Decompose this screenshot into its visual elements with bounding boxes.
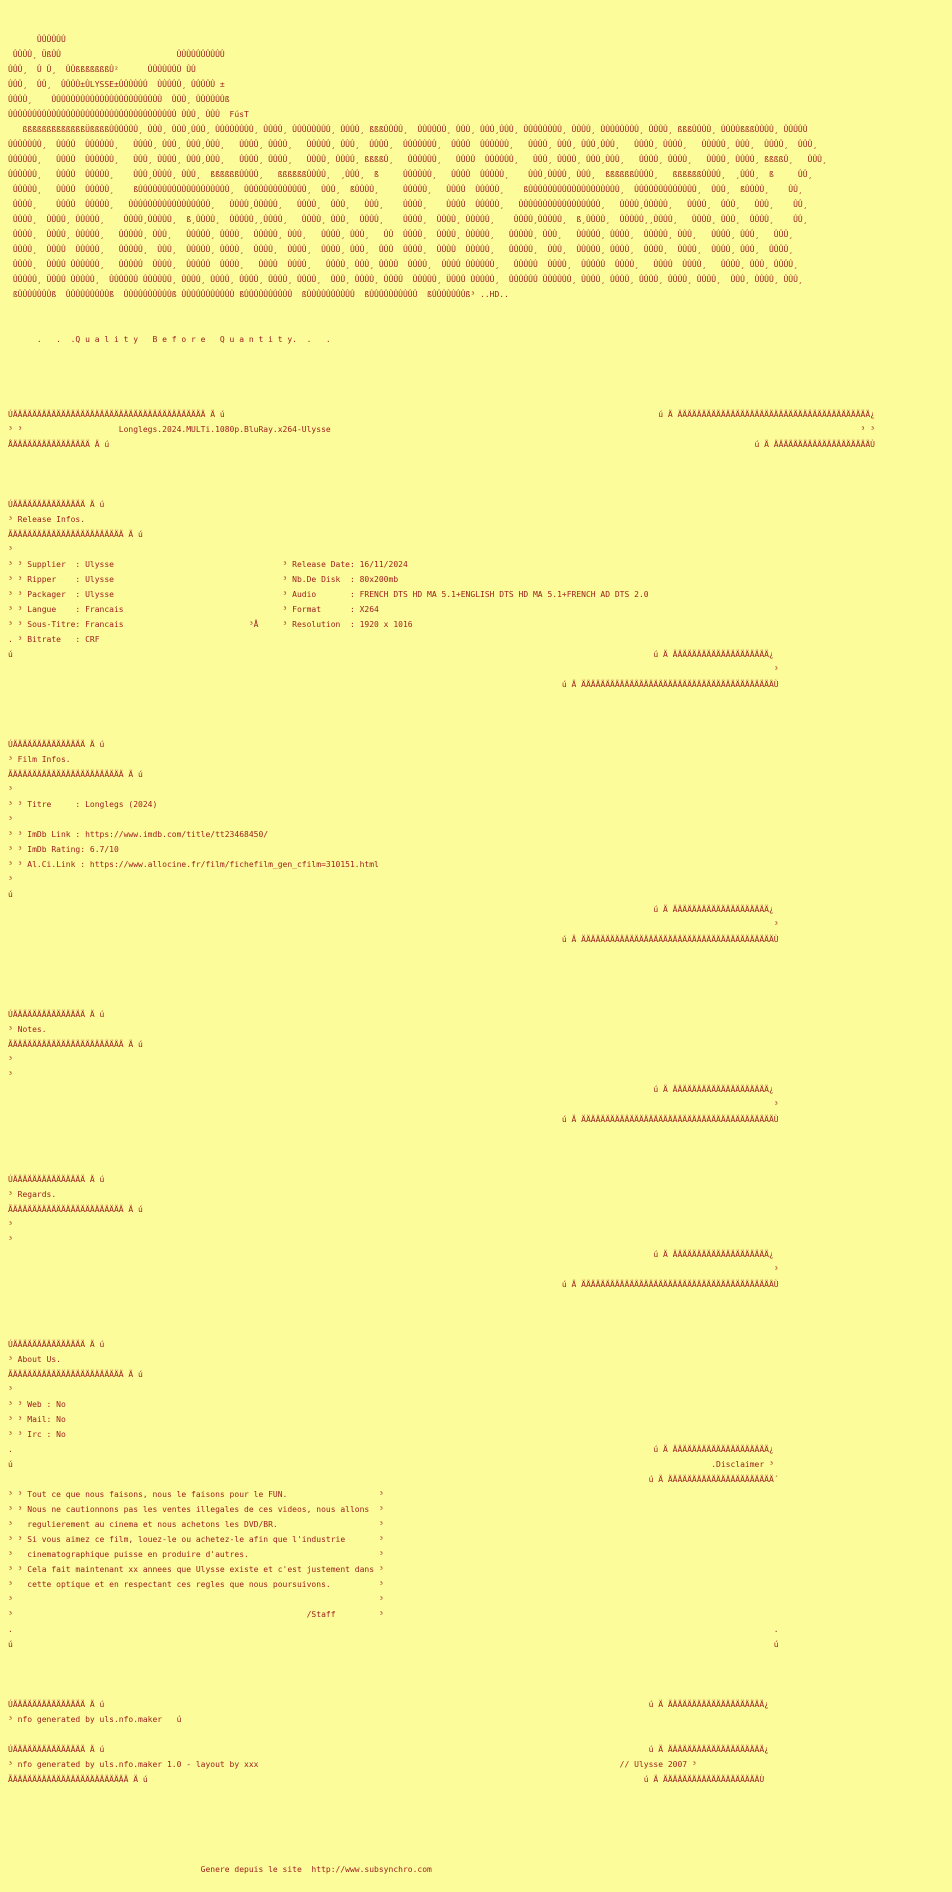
regards-section: ÚÄÄÄÄÄÄÄÄÄÄÄÄÄÄÄ Ä ú ³ Regards. ÃÄÄÄÄÄÄÄ… xyxy=(8,1175,779,1289)
about-us-disclaimer-section: ÚÄÄÄÄÄÄÄÄÄÄÄÄÄÄÄ Ä ú ³ About Us. ÃÄÄÄÄÄÄ… xyxy=(8,1340,779,1649)
nfo-maker-notes: ÚÄÄÄÄÄÄÄÄÄÄÄÄÄÄÄ Ä ú ú Ä ÄÄÄÄÄÄÄÄÄÄÄÄÄÄÄ… xyxy=(8,1700,769,1784)
site-footer-link[interactable]: Genere depuis le site http://www.subsync… xyxy=(8,1865,432,1874)
notes-section: ÚÄÄÄÄÄÄÄÄÄÄÄÄÄÄÄ Ä ú ³ Notes. ÃÄÄÄÄÄÄÄÄÄ… xyxy=(8,1010,779,1124)
release-infos-section: ÚÄÄÄÄÄÄÄÄÄÄÄÄÄÄÄ Ä ú ³ Release Infos. ÃÄ… xyxy=(8,500,779,689)
release-name-box: ÚÄÄÄÄÄÄÄÄÄÄÄÄÄÄÄÄÄÄÄÄÄÄÄÄÄÄÄÄÄÄÄÄÄÄÄÄÄÄÄ… xyxy=(8,410,875,449)
footer-spacer xyxy=(8,1817,952,1832)
quality-tagline: . . .Q u a l i t y B e f o r e Q u a n t… xyxy=(8,335,331,344)
film-infos-section: ÚÄÄÄÄÄÄÄÄÄÄÄÄÄÄÄ Ä ú ³ Film Infos. ÃÄÄÄÄ… xyxy=(8,740,779,944)
ascii-logo: ÛÛÛÛÛÛ ÛÛÛÛ¸ ÜßÛÛ ÛÛÛÛÛÛÛÛÛÛ ÛÛÛ¸ Û Û¸ Û… xyxy=(8,35,827,299)
